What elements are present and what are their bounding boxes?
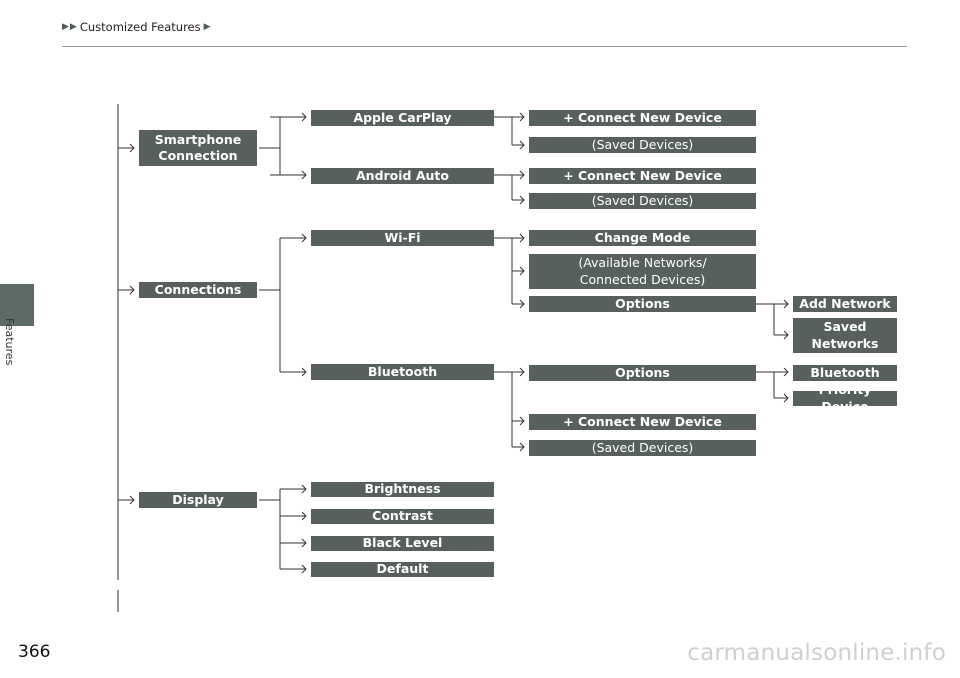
- menu-carplay-saved-devices[interactable]: (Saved Devices): [529, 137, 756, 153]
- menu-smartphone-connection[interactable]: Smartphone Connection: [139, 130, 257, 166]
- menu-default[interactable]: Default: [311, 561, 494, 577]
- menu-bluetooth-options-bluetooth[interactable]: Bluetooth: [793, 365, 897, 381]
- menu-connections[interactable]: Connections: [139, 282, 257, 298]
- header-rule: [62, 46, 907, 47]
- triangle-right-icon: ▶: [62, 22, 69, 32]
- menu-android-auto[interactable]: Android Auto: [311, 168, 494, 184]
- menu-wifi-options[interactable]: Options: [529, 296, 756, 312]
- menu-android-saved-devices[interactable]: (Saved Devices): [529, 193, 756, 209]
- menu-wifi[interactable]: Wi-Fi: [311, 230, 494, 246]
- menu-carplay-connect-new-device[interactable]: + Connect New Device: [529, 110, 756, 126]
- menu-wifi-change-mode[interactable]: Change Mode: [529, 230, 756, 246]
- menu-wifi-saved-networks[interactable]: Saved Networks: [793, 318, 897, 353]
- menu-black-level[interactable]: Black Level: [311, 535, 494, 551]
- menu-wifi-available-networks[interactable]: (Available Networks/ Connected Devices): [529, 254, 756, 289]
- menu-brightness[interactable]: Brightness: [311, 481, 494, 497]
- menu-bluetooth-priority-device[interactable]: Priority Device: [793, 382, 897, 414]
- watermark: carmanualsonline.info: [687, 640, 946, 666]
- menu-wifi-add-network[interactable]: Add Network: [793, 296, 897, 312]
- breadcrumb: ▶ ▶ Customized Features ▶: [62, 20, 212, 34]
- menu-apple-carplay[interactable]: Apple CarPlay: [311, 110, 494, 126]
- triangle-right-icon: ▶: [69, 22, 77, 32]
- menu-android-connect-new-device[interactable]: + Connect New Device: [529, 168, 756, 184]
- breadcrumb-section[interactable]: Customized Features: [79, 20, 201, 34]
- page-number: 366: [18, 642, 51, 662]
- menu-display[interactable]: Display: [139, 492, 257, 508]
- menu-bluetooth-saved-devices[interactable]: (Saved Devices): [529, 440, 756, 456]
- side-tab: [0, 284, 34, 326]
- triangle-right-icon: ▶: [203, 22, 211, 32]
- menu-bluetooth-options[interactable]: Options: [529, 365, 756, 381]
- menu-bluetooth-connect-new-device[interactable]: + Connect New Device: [529, 414, 756, 430]
- menu-bluetooth[interactable]: Bluetooth: [311, 364, 494, 380]
- menu-contrast[interactable]: Contrast: [311, 508, 494, 524]
